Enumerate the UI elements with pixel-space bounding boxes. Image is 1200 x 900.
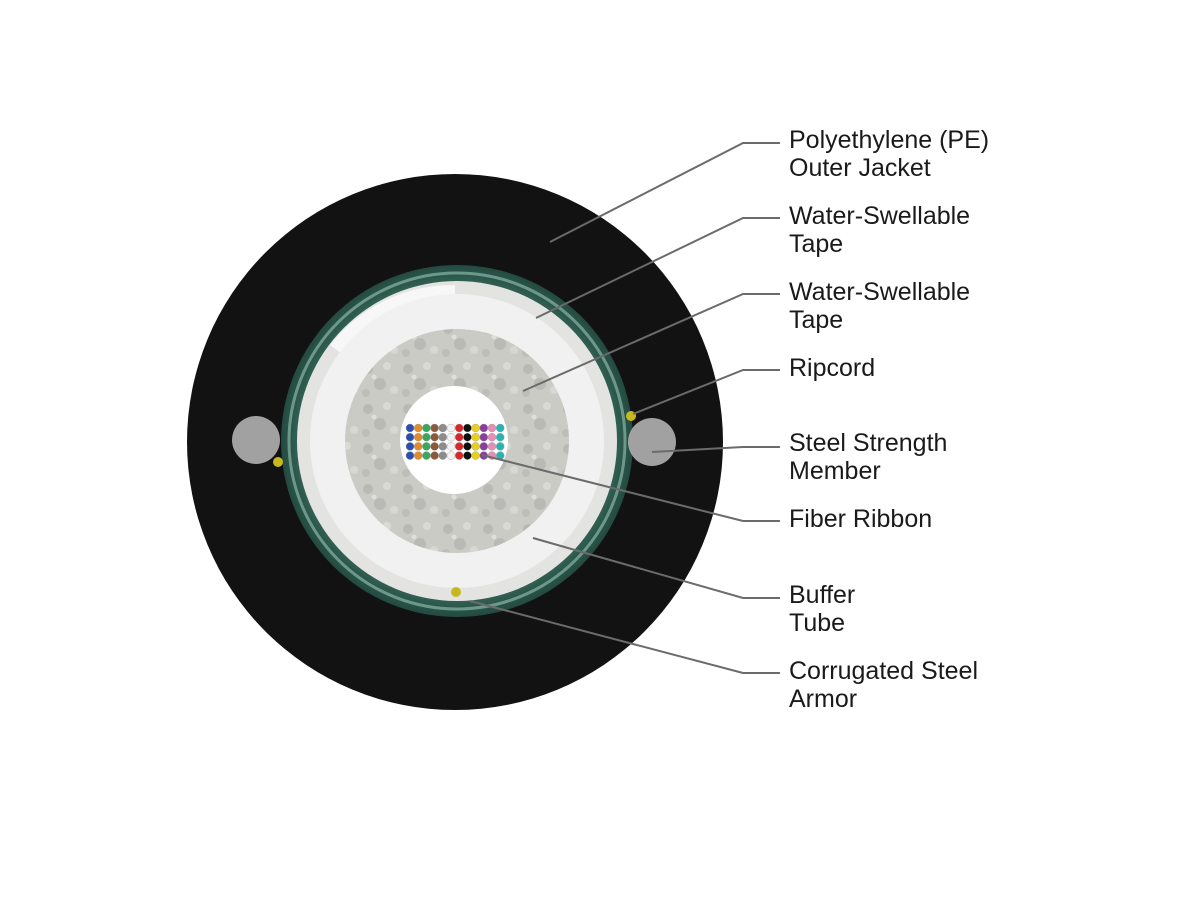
- label-corrugated-steel-armor: Corrugated Steel Armor: [789, 657, 985, 713]
- optical-fiber: [446, 451, 456, 460]
- label-ripcord: Ripcord: [789, 354, 875, 382]
- leader-buffer-tube: [532, 537, 780, 599]
- leader-pe-outer-jacket: [549, 142, 780, 243]
- leader-corrugated-steel-armor: [469, 600, 780, 674]
- leader-water-swellable-tape-2: [522, 293, 780, 392]
- optical-fiber: [479, 442, 488, 451]
- optical-fiber: [463, 423, 472, 433]
- leader-fiber-ribbon: [481, 454, 780, 522]
- optical-fiber: [487, 423, 497, 433]
- optical-fiber: [479, 433, 488, 442]
- optical-fiber: [446, 442, 456, 451]
- leader-lines: [469, 142, 780, 674]
- optical-fiber: [455, 442, 464, 451]
- optical-fiber: [422, 423, 431, 433]
- optical-fiber: [463, 451, 472, 460]
- optical-fiber: [422, 451, 431, 460]
- optical-fiber: [496, 423, 505, 433]
- optical-fiber: [438, 451, 447, 460]
- optical-fiber: [414, 433, 423, 442]
- ripcord-bottom: [451, 587, 461, 597]
- cable-cross-section: [187, 174, 723, 710]
- optical-fiber: [422, 433, 431, 442]
- optical-fiber: [446, 433, 456, 442]
- optical-fiber: [471, 442, 480, 451]
- optical-fiber: [405, 433, 415, 442]
- steel-strength-member-right: [628, 418, 676, 466]
- leader-steel-strength-member: [651, 446, 780, 453]
- ripcord-left: [273, 457, 283, 467]
- optical-fiber: [414, 423, 423, 433]
- optical-fiber: [463, 433, 472, 442]
- label-water-swellable-tape-2: Water-Swellable Tape: [789, 278, 977, 334]
- fiber-ribbon: [405, 423, 505, 460]
- optical-fiber: [438, 442, 447, 451]
- optical-fiber: [463, 442, 472, 451]
- optical-fiber: [405, 442, 415, 451]
- optical-fiber: [487, 442, 497, 451]
- optical-fiber: [471, 423, 480, 433]
- optical-fiber: [430, 423, 439, 433]
- optical-fiber: [455, 451, 464, 460]
- label-steel-strength-member: Steel Strength Member: [789, 429, 954, 485]
- optical-fiber: [430, 442, 439, 451]
- label-pe-outer-jacket: Polyethylene (PE) Outer Jacket: [789, 126, 996, 182]
- optical-fiber: [455, 433, 464, 442]
- optical-fiber: [479, 423, 488, 433]
- label-buffer-tube: Buffer Tube: [789, 581, 862, 637]
- optical-fiber: [405, 451, 415, 460]
- optical-fiber: [414, 451, 423, 460]
- optical-fiber: [446, 423, 456, 433]
- optical-fiber: [487, 433, 497, 442]
- label-water-swellable-tape-1: Water-Swellable Tape: [789, 202, 977, 258]
- corrugated-steel-armor-highlight: [287, 271, 627, 611]
- steel-strength-member-left: [232, 416, 280, 464]
- optical-fiber: [414, 442, 423, 451]
- optical-fiber: [438, 423, 447, 433]
- optical-fiber: [405, 423, 415, 433]
- optical-fiber: [430, 433, 439, 442]
- optical-fiber: [471, 451, 480, 460]
- optical-fiber: [496, 442, 505, 451]
- optical-fiber: [438, 433, 447, 442]
- optical-fiber: [496, 433, 505, 442]
- optical-fiber: [455, 423, 464, 433]
- optical-fiber: [422, 442, 431, 451]
- leader-ripcord: [632, 369, 780, 415]
- optical-fiber: [430, 451, 439, 460]
- leader-water-swellable-tape-1: [535, 217, 780, 319]
- label-fiber-ribbon: Fiber Ribbon: [789, 505, 932, 533]
- optical-fiber: [471, 433, 480, 442]
- callout-labels: Polyethylene (PE) Outer Jacket Water-Swe…: [789, 126, 996, 713]
